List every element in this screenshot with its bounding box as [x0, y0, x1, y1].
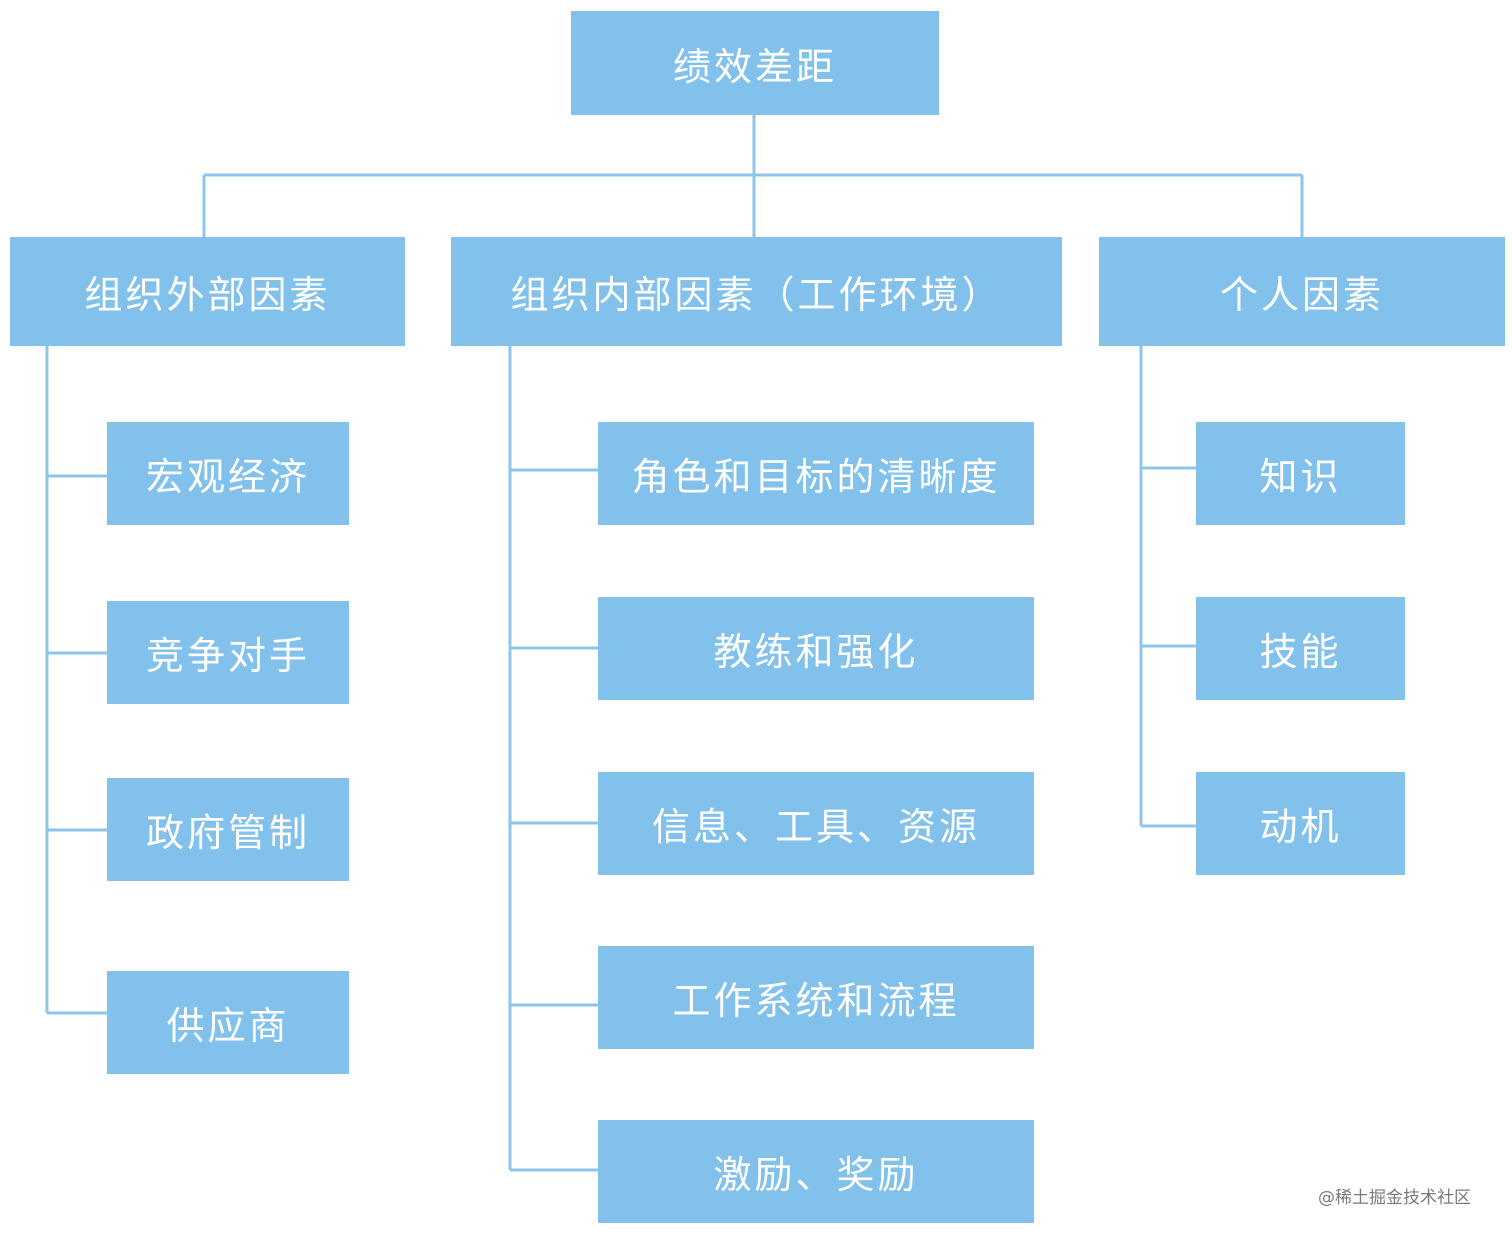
personal-item: 动机	[1196, 772, 1405, 875]
internal-item: 教练和强化	[598, 597, 1034, 700]
category-internal-factors: 组织内部因素（工作环境）	[451, 237, 1062, 346]
watermark: @稀土掘金技术社区	[1318, 1188, 1471, 1208]
root-node: 绩效差距	[571, 11, 939, 115]
external-item: 供应商	[107, 971, 349, 1074]
internal-item: 角色和目标的清晰度	[598, 422, 1034, 525]
external-item: 政府管制	[107, 778, 349, 881]
category-external-factors: 组织外部因素	[10, 237, 405, 346]
personal-item: 技能	[1196, 597, 1405, 700]
external-item: 竞争对手	[107, 601, 349, 704]
internal-item: 激励、奖励	[598, 1120, 1034, 1223]
internal-item: 信息、工具、资源	[598, 772, 1034, 875]
external-item: 宏观经济	[107, 422, 349, 525]
category-personal-factors: 个人因素	[1099, 237, 1505, 346]
internal-item: 工作系统和流程	[598, 946, 1034, 1049]
personal-item: 知识	[1196, 422, 1405, 525]
